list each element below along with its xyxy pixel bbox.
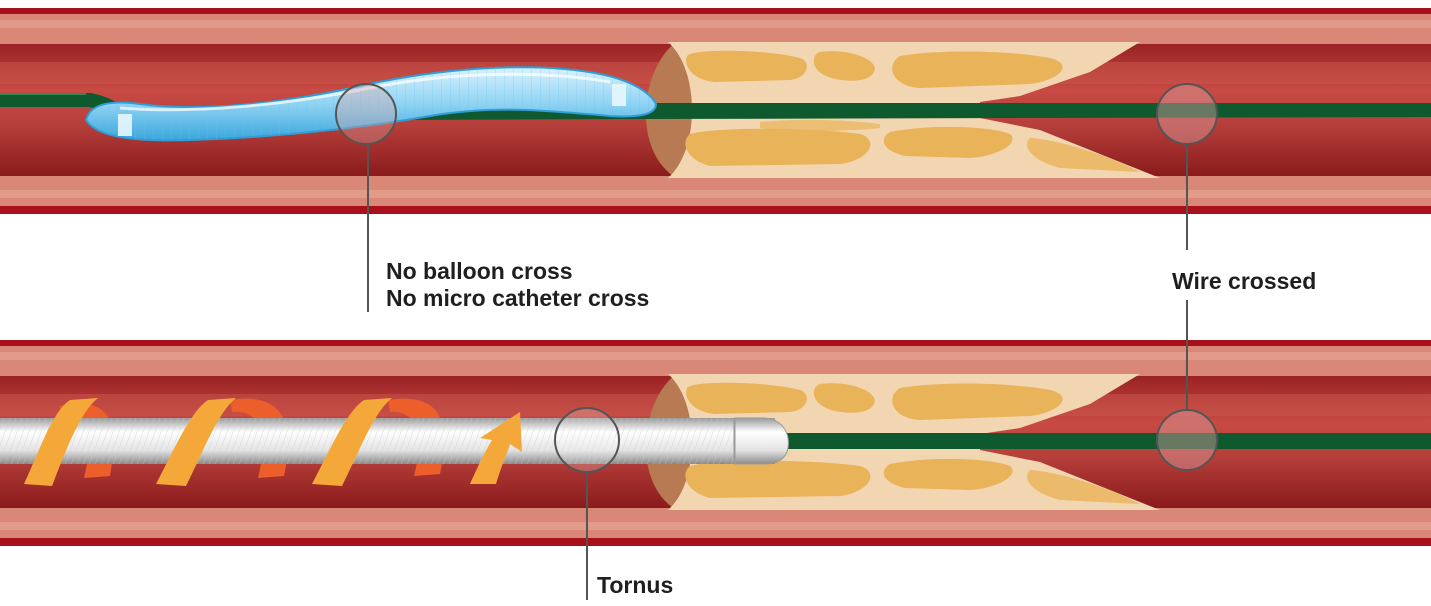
balloon-marker <box>118 114 132 136</box>
label-tornus: Tornus <box>597 572 673 599</box>
vessel-wall-top-upper <box>0 14 1431 44</box>
guidewire-bottom <box>760 433 1431 449</box>
balloon-marker <box>612 84 626 106</box>
vessel-wall-bottom-upper <box>0 346 1431 376</box>
label-no-balloon-cross: No balloon cross <box>386 258 573 285</box>
marker-circle-wire-bottom <box>1157 410 1217 470</box>
marker-circle-tornus <box>555 408 619 472</box>
label-wire-crossed: Wire crossed <box>1172 268 1316 295</box>
marker-circle-wire-top <box>1157 84 1217 144</box>
marker-circle-balloon <box>336 84 396 144</box>
bottom-vessel <box>0 340 1431 546</box>
top-vessel <box>0 8 1431 214</box>
label-no-micro-catheter-cross: No micro catheter cross <box>386 285 649 312</box>
